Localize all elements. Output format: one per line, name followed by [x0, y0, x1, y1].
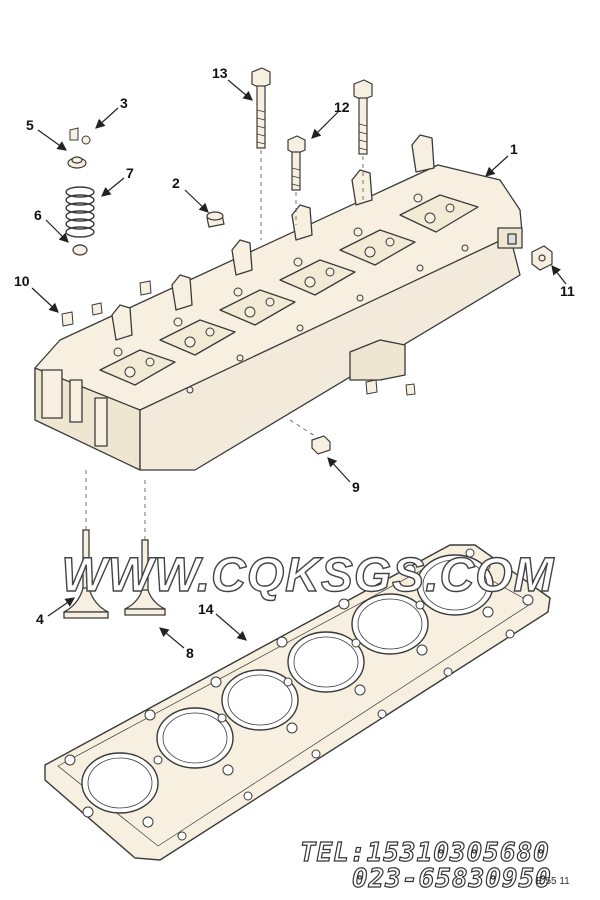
head-bolt-holes [113, 193, 469, 394]
callout-5: 5 [26, 117, 34, 133]
callout-9: 9 [352, 479, 360, 495]
callout-6: 6 [34, 207, 42, 223]
cylinder-head [34, 134, 523, 471]
contact-phone: TEL:15310305680 [299, 837, 550, 868]
callout-14: 14 [198, 601, 214, 617]
callout-12: 12 [334, 99, 350, 115]
callout-1: 1 [510, 141, 518, 157]
loose-small-bolts [61, 280, 416, 396]
callout-13: 13 [212, 65, 228, 81]
pipe-plug [531, 245, 553, 271]
projection-lines [85, 150, 364, 540]
callout-10: 10 [14, 273, 30, 289]
callout-4: 4 [36, 611, 44, 627]
spring-retainer [67, 156, 87, 169]
valve-stem-seal [206, 211, 225, 228]
valve-spring [65, 186, 95, 238]
leader-arrows [31, 79, 567, 649]
head-bolt-long [251, 67, 271, 149]
drawing-code: E 55 11 [536, 876, 570, 887]
valve-keepers [69, 127, 91, 145]
head-gasket [44, 544, 551, 861]
plug-fitting [311, 435, 331, 455]
callout-2: 2 [172, 175, 180, 191]
website-watermark: WWW.CQKSGS.COM [61, 548, 555, 602]
gasket-small-holes [64, 548, 534, 841]
callout-8: 8 [186, 645, 194, 661]
exhaust-valve [124, 539, 166, 616]
intake-valve [63, 529, 109, 619]
contact-alt-phone: 023-65830950 [351, 863, 552, 894]
head-bolt-medium [353, 79, 373, 155]
head-bolt-short [287, 135, 306, 191]
spring-seat [72, 244, 88, 256]
callout-11: 11 [560, 283, 575, 299]
callout-3: 3 [120, 95, 128, 111]
callout-7: 7 [126, 165, 134, 181]
